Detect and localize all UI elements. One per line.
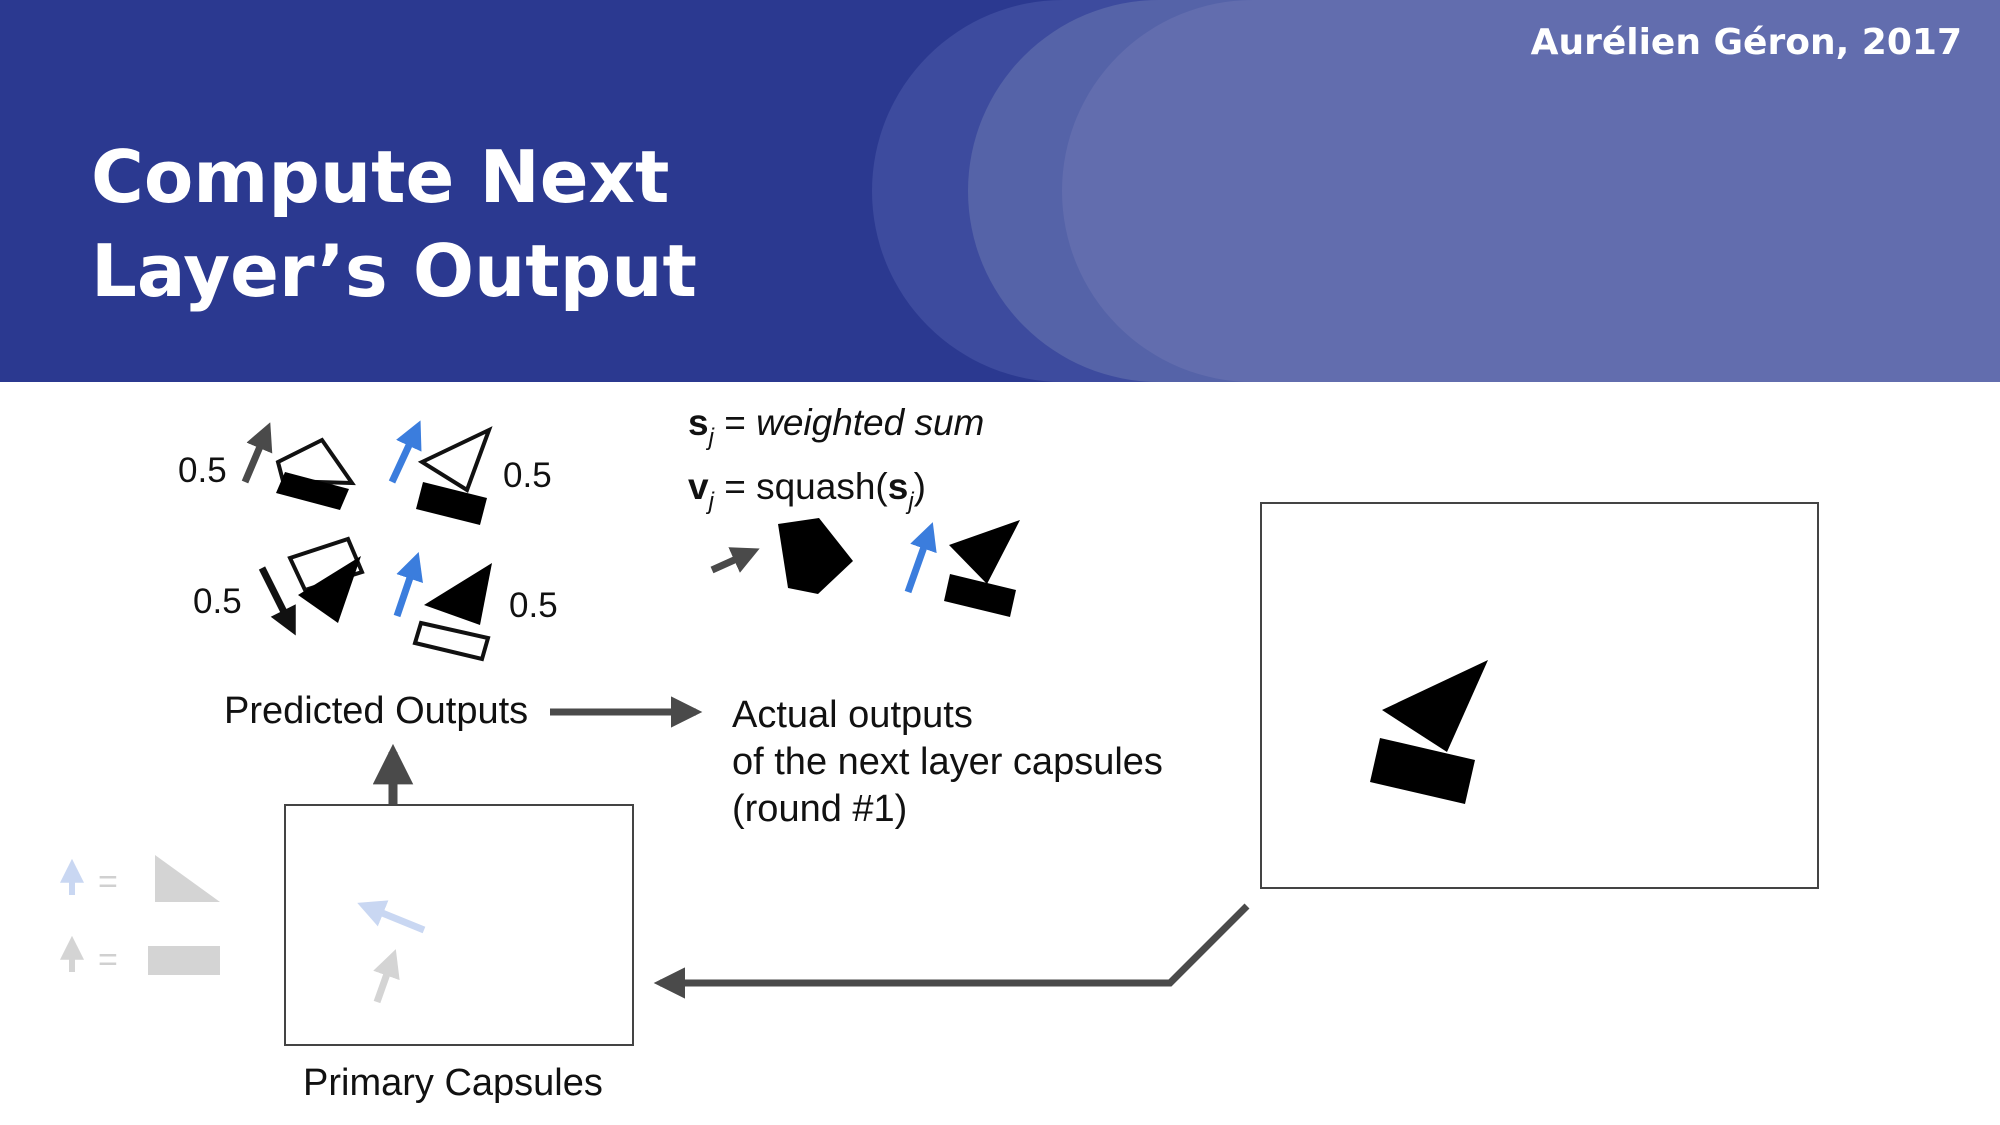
formula-squash: vj = squash(sj) [688, 466, 926, 516]
weight-bottom-right: 0.5 [509, 586, 558, 625]
header-banner [0, 0, 2000, 382]
title-line-1: Compute Next [91, 135, 670, 219]
feedback-arrow [653, 903, 1250, 999]
formula-v-close: ) [913, 466, 926, 507]
triangle-shape-icon [155, 855, 220, 902]
rectangle-shape-icon [148, 946, 220, 975]
output-arrow-dark [710, 547, 760, 574]
output-combined-shape [778, 518, 853, 594]
formula-v-arg-sub: j [908, 488, 914, 515]
weight-bottom-left: 0.5 [193, 582, 242, 621]
legend [60, 855, 220, 975]
actual-outputs-line-2: of the next layer capsules [732, 741, 1163, 783]
legend-equals-1: = [98, 863, 118, 901]
formula-s-rhs: weighted sum [756, 402, 985, 443]
image-box [1260, 502, 1819, 889]
weight-top-left: 0.5 [178, 451, 227, 490]
output-boat-small [904, 520, 1020, 617]
slide-title: Compute Next Layer’s Output [91, 130, 697, 318]
actual-outputs-line-1: Actual outputs [732, 694, 973, 736]
prediction-top-left [241, 422, 356, 510]
primary-capsules-box [284, 804, 634, 1046]
formula-v-eq: = squash( [713, 466, 888, 507]
prediction-bottom-left [258, 536, 365, 636]
formula-s-var: s [688, 402, 709, 443]
legend-equals-2: = [98, 941, 118, 979]
formula-s-eq: = [713, 402, 757, 443]
formula-v-arg: s [887, 466, 909, 507]
formula-v-var: v [688, 466, 709, 507]
formula-s-sub: j [708, 424, 714, 451]
predicted-outputs-label: Predicted Outputs [224, 690, 529, 732]
formula-v-sub: j [708, 488, 714, 515]
prediction-top-right [388, 420, 493, 525]
title-line-2: Layer’s Output [91, 229, 697, 313]
primary-capsules-label: Primary Capsules [303, 1062, 603, 1104]
weight-top-right: 0.5 [503, 456, 552, 495]
actual-outputs-label: Actual outputs of the next layer capsule… [732, 692, 1163, 833]
prediction-bottom-right [393, 552, 492, 662]
actual-outputs-line-3: (round #1) [732, 788, 908, 830]
formula-weighted-sum: sj = weighted sum [688, 402, 984, 452]
author-credit: Aurélien Géron, 2017 [1530, 22, 1962, 63]
